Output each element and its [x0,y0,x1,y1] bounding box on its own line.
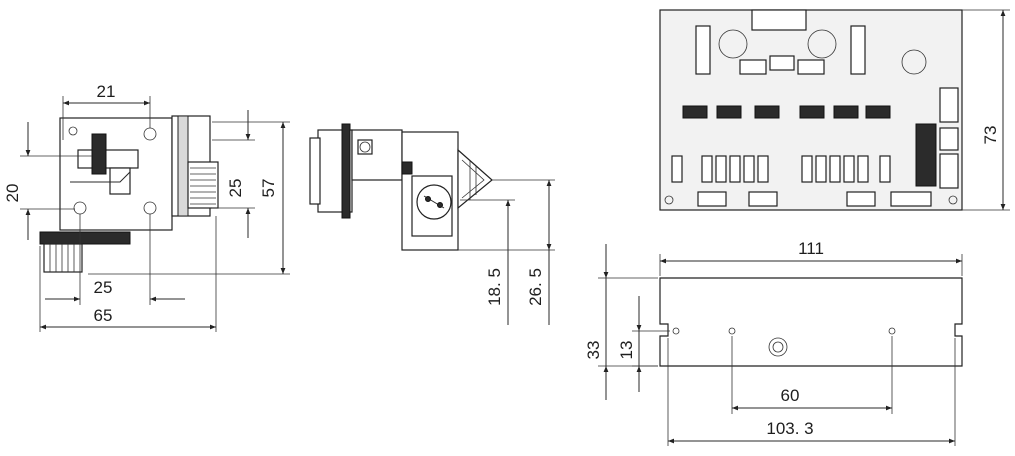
dim-73: 73 [981,126,1000,145]
bottom-connector [846,191,876,207]
ic-chip [716,105,742,119]
capacitor [718,29,748,59]
pin-header [695,25,711,75]
heatsink-hole [672,327,680,335]
bracket-edge [70,171,131,183]
ic-chip [865,105,891,119]
shaft [91,133,107,175]
small-connector [797,59,825,75]
pcb-top-view: 73 [659,9,1010,211]
pin-header [850,25,866,75]
dim-18-5: 18. 5 [485,268,504,306]
roller-dot [437,202,443,208]
ic-chip [682,105,708,119]
mount-hole [68,126,78,136]
heatsink-hole [888,327,896,335]
right-header [939,87,959,123]
capacitor [807,29,837,59]
bottom-connector [748,191,778,207]
shaft-block [77,149,139,169]
right-header [939,153,959,189]
dim-60: 60 [781,386,800,405]
heatsink-center-hole [768,337,788,357]
dim-13: 13 [617,341,636,360]
dim-25-vertical: 25 [226,179,245,198]
pcb-hole [948,195,958,205]
transistor-row-left [671,155,769,183]
coupler [109,167,131,195]
small-connector [769,55,795,71]
roller-dot [425,196,431,202]
side-view: 18. 5 26. 5 [309,123,555,325]
dim-65: 65 [94,306,113,325]
bottom-connector [697,191,727,207]
heatsink-plate [659,277,963,367]
dim-25-horizontal: 25 [94,278,113,297]
dim-26-5: 26. 5 [526,268,545,306]
dim-103-3: 103. 3 [766,419,813,438]
cutter-tip-inner [461,159,485,199]
small-connector [739,59,767,75]
dim-57: 57 [259,179,278,198]
pcb-top-connector [751,9,807,31]
bottom-connector [39,231,131,245]
left-view: 21 20 25 57 25 65 [3,82,290,332]
transistor-row-right [801,155,891,183]
pcb-front-view: 111 33 13 60 103. 3 [584,239,963,446]
right-ic [915,123,937,187]
dim-20: 20 [3,184,22,203]
motor-fins [190,167,216,205]
dim-21: 21 [97,82,116,101]
ic-chip [833,105,859,119]
bottom-connector [890,191,932,207]
side-bracket-edge [341,123,351,219]
dim-111: 111 [798,239,824,258]
side-block-top [351,129,403,181]
motor-connector [187,161,219,209]
ic-chip [754,105,780,119]
side-clamp [401,161,413,175]
pin-lines [49,244,75,272]
cutter-tip [457,148,493,210]
pcb-hole [664,195,674,205]
ic-chip [799,105,825,119]
dim-33: 33 [584,341,603,360]
right-header [939,127,959,151]
pcb-large-hole [901,49,927,75]
hex-screw-circle [359,141,371,153]
motor-flange [177,115,189,217]
heatsink-hole [728,327,736,335]
side-connector [309,137,321,205]
